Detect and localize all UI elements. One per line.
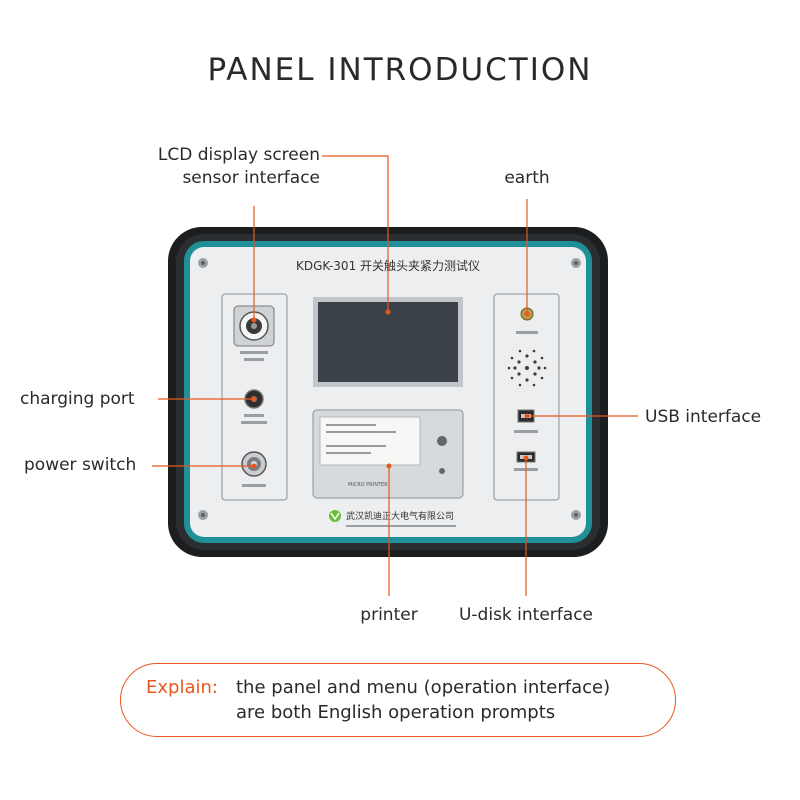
- leader-lines: [152, 155, 638, 596]
- charging-caption-mark: [241, 421, 267, 424]
- leader-dot: [386, 463, 392, 469]
- sensor-connector-icon: [233, 305, 275, 347]
- leader-dot: [385, 309, 391, 315]
- page-title: PANEL INTRODUCTION: [207, 52, 593, 88]
- printer-feed-button-icon: [437, 436, 447, 446]
- leader-dot: [251, 463, 257, 469]
- receipt-line: [326, 431, 396, 433]
- explain-text-line-1: the panel and menu (operation interface): [236, 677, 611, 698]
- speaker-grill-icon: [507, 349, 547, 387]
- receipt-line: [326, 445, 386, 447]
- receipt-line: [326, 424, 376, 426]
- explain-box: [120, 663, 676, 737]
- screw-icon: [198, 510, 208, 520]
- label-power-switch: power switch: [24, 455, 137, 475]
- power-caption-mark: [242, 484, 266, 487]
- receipt-line: [326, 452, 371, 454]
- explain-key: Explain:: [146, 677, 218, 698]
- printer-led-icon: [439, 468, 445, 474]
- label-udisk-interface: U-disk interface: [458, 605, 594, 625]
- company-name: 武汉凯迪正大电气有限公司: [346, 510, 454, 522]
- panel-face: [190, 247, 586, 537]
- leader-dot: [251, 396, 257, 402]
- sensor-caption-mark: [240, 351, 268, 354]
- leader-dot: [523, 455, 529, 461]
- label-printer: printer: [360, 605, 418, 625]
- label-earth: earth: [504, 168, 550, 188]
- screw-icon: [571, 510, 581, 520]
- leader-dot: [524, 311, 530, 317]
- usb-caption-mark: [514, 430, 538, 433]
- company-logo-icon: [329, 510, 341, 522]
- leader-dots: [251, 309, 530, 469]
- leader-line-lcd: [322, 155, 389, 312]
- charging-caption-mark: [244, 414, 264, 417]
- earth-caption-mark: [516, 331, 538, 334]
- explain-text-line-2: are both English operation prompts: [236, 702, 556, 723]
- printer-brand: MICRO PRINTER: [348, 482, 388, 488]
- leader-dot: [524, 413, 530, 419]
- leader-dot: [251, 317, 257, 323]
- sensor-caption-mark: [244, 358, 264, 361]
- label-charging-port: charging port: [20, 389, 135, 409]
- label-usb-interface: USB interface: [645, 407, 762, 427]
- screw-icon: [198, 258, 208, 268]
- lcd-screen: [318, 302, 458, 382]
- label-sensor-interface: sensor interface: [182, 168, 320, 188]
- label-lcd-display-screen: LCD display screen: [157, 145, 320, 165]
- screw-icon: [571, 258, 581, 268]
- company-contact-mark: [346, 525, 456, 527]
